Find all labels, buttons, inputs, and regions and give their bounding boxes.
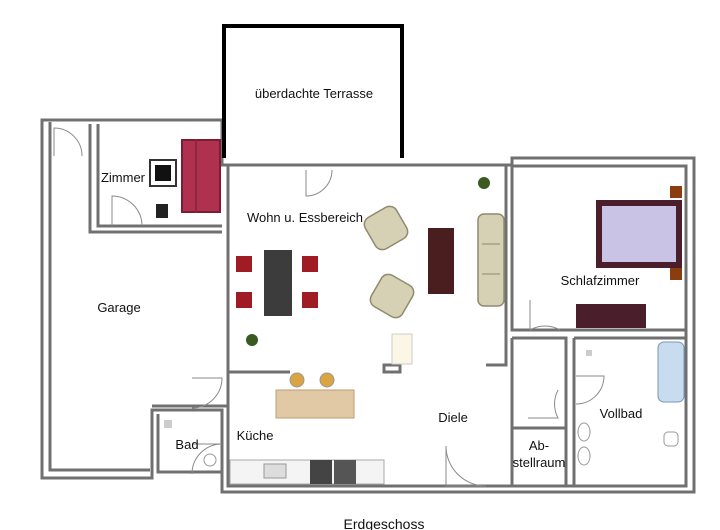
terrace-frame [222,24,404,158]
label-garage: Garage [97,300,140,315]
side-table [391,333,413,365]
dining-table [264,250,292,316]
stove-icon [310,460,332,484]
label-zimmer: Zimmer [101,170,146,185]
sofa-icon [181,139,221,213]
label-terrasse: überdachte Terrasse [255,86,373,101]
bar-stools [289,372,335,388]
dresser [576,304,646,328]
toilet-icon [203,453,217,467]
dining-chairs [236,256,318,308]
armchair-icon [363,205,415,319]
fridge-icon [334,460,356,484]
kitchen-island [275,389,355,419]
shower-icon [164,420,172,428]
kitchen-counter [229,459,385,485]
door-swing-icon [53,127,605,487]
label-bad: Bad [175,437,198,452]
sink-icon [577,422,591,466]
coffee-table [428,228,454,294]
walls [40,118,696,494]
fireplace-icon [149,159,177,187]
sink-icon [263,463,287,479]
chair-icon [156,204,168,218]
bathtub-icon [657,341,685,403]
label-vollbad: Vollbad [600,406,643,421]
sofa-icon [477,213,505,307]
plan-title: Erdgeschoss [344,516,425,530]
label-wohn: Wohn u. Essbereich [247,210,363,225]
label-schlafzimmer: Schlafzimmer [561,273,640,288]
label-abstell-line1: Ab- [529,438,549,453]
toilet-icon [663,431,679,447]
label-diele: Diele [438,410,468,425]
shower-icon [586,350,592,356]
label-abstell-line2: stellraum [513,455,566,470]
bed-icon [596,186,682,280]
plant-icon [246,177,490,346]
label-kueche: Küche [237,428,274,443]
